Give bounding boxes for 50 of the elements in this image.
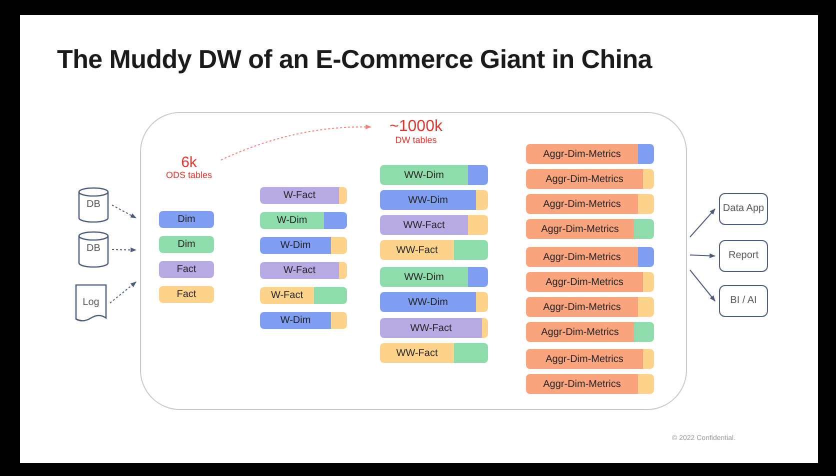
table-bar: Fact [159,286,214,303]
arrow [110,282,136,304]
table-bar: WW-Fact [380,215,488,235]
output-box: Report [719,240,768,272]
table-bar: W-Fact [260,287,347,304]
table-bar: W-Fact [260,187,347,204]
table-bar: W-Dim [260,212,347,229]
database-cylinder [78,187,109,223]
table-bar: Dim [159,211,214,228]
table-bar: WW-Dim [380,190,488,210]
table-bar: Aggr-Dim-Metrics [526,247,654,267]
node-label: DB [86,198,100,212]
table-bar: WW-Fact [380,343,488,363]
output-box: BI / AI [719,285,768,317]
table-bar: Aggr-Dim-Metrics [526,144,654,164]
arrow [112,204,137,218]
arrow [690,270,716,302]
caption-label: DW tables [395,136,437,146]
table-bar: Aggr-Dim-Metrics [526,219,654,239]
table-bar: Aggr-Dim-Metrics [526,194,654,214]
database-cylinder [78,231,109,268]
table-bar: W-Dim [260,312,347,329]
arrow [112,248,137,252]
arrow [690,208,716,238]
table-bar: Aggr-Dim-Metrics [526,349,654,369]
node-label: Log [82,296,100,310]
table-bar: Dim [159,236,214,253]
output-box: Data App [719,193,768,225]
count-label: 6k [181,155,197,171]
table-bar: WW-Dim [380,165,488,185]
table-bar: Aggr-Dim-Metrics [526,272,654,292]
warehouse-container [140,112,687,410]
title: The Muddy DW of an E-Commerce Giant in China [57,44,652,75]
table-bar: Aggr-Dim-Metrics [526,297,654,317]
table-bar: Aggr-Dim-Metrics [526,374,654,394]
table-bar: Aggr-Dim-Metrics [526,169,654,189]
table-bar: Fact [159,261,214,278]
table-bar: W-Dim [260,237,347,254]
table-bar: WW-Fact [380,318,488,338]
table-bar: WW-Dim [380,267,488,287]
table-bar: WW-Dim [380,292,488,312]
node-label: DB [86,243,100,256]
count-label: ~1000k [390,119,442,136]
arrow [220,124,372,160]
arrow [690,253,716,258]
document-shape [75,284,107,322]
table-bar: Aggr-Dim-Metrics [526,322,654,342]
table-bar: W-Fact [260,262,347,279]
table-bar: WW-Fact [380,240,488,260]
caption-label: ODS tables [166,170,212,181]
